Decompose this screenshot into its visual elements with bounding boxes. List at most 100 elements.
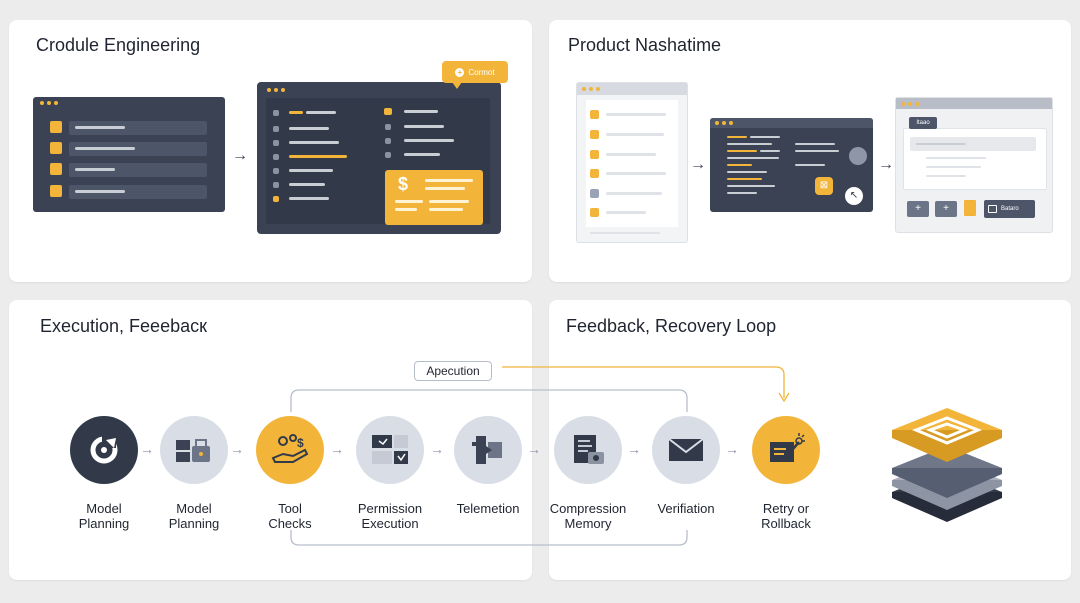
- code-gutter-icon: [273, 196, 279, 202]
- terminal-line: [727, 157, 779, 159]
- folder-icon: [988, 205, 997, 213]
- window-dot: [54, 101, 58, 105]
- list-item[interactable]: [69, 142, 207, 156]
- list-item[interactable]: [69, 163, 207, 177]
- terminal-line: [727, 178, 762, 180]
- code-gutter-icon: [273, 154, 279, 160]
- dialog-line: [926, 166, 981, 168]
- code-gutter-icon: [273, 110, 279, 116]
- node-model-planning[interactable]: [70, 416, 138, 484]
- code-line: [289, 111, 303, 114]
- terminal-line: [727, 143, 772, 145]
- footer-button-label: Bataro: [1001, 206, 1019, 212]
- window-titlebar: [577, 83, 687, 95]
- list-window: [33, 97, 225, 212]
- terminal-line: [727, 192, 757, 194]
- loop-label: Apecution: [414, 361, 492, 381]
- window-dot: [915, 102, 919, 106]
- code-gutter-icon: [385, 124, 391, 130]
- list-item-marker: [50, 121, 62, 133]
- arrow-right-icon: →: [690, 156, 706, 173]
- plus-circle-icon: +: [455, 67, 465, 77]
- arrow-right-icon: →: [140, 441, 154, 457]
- document-window: [576, 82, 688, 243]
- arrow-right-icon: →: [527, 441, 541, 457]
- card-line: [395, 200, 423, 203]
- comment-label: Cormot: [468, 67, 495, 77]
- arrow-right-icon: →: [430, 441, 444, 457]
- doc-line: [606, 172, 666, 175]
- doc-bullet: [590, 169, 599, 178]
- toolbox-icon: [176, 439, 210, 462]
- doc-line: [606, 211, 646, 214]
- code-gutter-icon: [273, 168, 279, 174]
- selection-icon[interactable]: ⊠: [815, 177, 833, 195]
- doc-bullet: [590, 110, 599, 119]
- code-line: [289, 141, 339, 144]
- list-item[interactable]: [69, 121, 207, 135]
- document-page: [586, 100, 678, 227]
- footer-button[interactable]: Bataro: [984, 200, 1035, 218]
- terminal-line: [727, 150, 757, 152]
- window-dot: [715, 121, 719, 125]
- node-permission-execution[interactable]: [356, 416, 424, 484]
- terminal-line: [727, 171, 767, 173]
- node-compression-memory[interactable]: [554, 416, 622, 484]
- plus-button[interactable]: +: [907, 201, 929, 217]
- permission-cards-icon: [372, 435, 408, 464]
- arrow-right-icon: →: [232, 147, 248, 164]
- node-model-planning-2[interactable]: [160, 416, 228, 484]
- code-gutter-icon: [273, 140, 279, 146]
- terminal-line: [750, 136, 780, 138]
- dialog-line: [916, 143, 966, 145]
- code-gutter-icon: [385, 138, 391, 144]
- code-line: [404, 125, 444, 128]
- code-gutter-icon: [384, 108, 392, 115]
- window-dot: [722, 121, 726, 125]
- doc-line: [590, 232, 660, 234]
- terminal-line: [795, 164, 825, 166]
- node-retry-rollback[interactable]: [752, 416, 820, 484]
- cursor-icon: ↖: [845, 187, 863, 205]
- comment-bubble[interactable]: + Cormot: [442, 61, 508, 83]
- list-item[interactable]: [69, 185, 207, 199]
- code-line: [289, 127, 329, 130]
- dollar-card[interactable]: $: [385, 170, 483, 225]
- arrow-right-icon: →: [725, 441, 739, 457]
- dialog-line: [926, 157, 986, 159]
- hand-coins-icon: $: [271, 434, 309, 463]
- card-line: [425, 187, 465, 190]
- panel-title-code-engineering: Crodule Engineering: [36, 35, 201, 55]
- card-line: [429, 200, 469, 203]
- code-line: [289, 197, 329, 200]
- node-tool-checks[interactable]: $: [256, 416, 324, 484]
- code-gutter-icon: [385, 152, 391, 158]
- list-item-marker: [50, 142, 62, 154]
- doc-bullet: [590, 130, 599, 139]
- doc-bullet: [590, 189, 599, 198]
- node-verifiation[interactable]: [652, 416, 720, 484]
- window-dot: [47, 101, 51, 105]
- arrow-right-icon: →: [627, 441, 641, 457]
- plus-button[interactable]: +: [935, 201, 957, 217]
- code-line: [289, 169, 333, 172]
- arrow-right-icon: →: [330, 441, 344, 457]
- puzzle-icon: [472, 436, 502, 464]
- terminal-line: [795, 143, 835, 145]
- window-dot: [281, 88, 285, 92]
- card-line: [395, 208, 417, 211]
- dialog-header-tab[interactable]: Itaao: [909, 117, 937, 129]
- dialog-input[interactable]: [910, 137, 1036, 151]
- panel-title-product: Product Nashatime: [568, 35, 722, 55]
- terminal-line: [727, 185, 775, 187]
- window-dot: [596, 87, 600, 91]
- node-telemetion[interactable]: [454, 416, 522, 484]
- bookmark-icon[interactable]: [964, 200, 976, 216]
- list-item-text: [75, 126, 125, 129]
- window-titlebar: [896, 98, 1052, 109]
- panel-title-recovery: Feedback, Recovery Loop: [566, 316, 777, 336]
